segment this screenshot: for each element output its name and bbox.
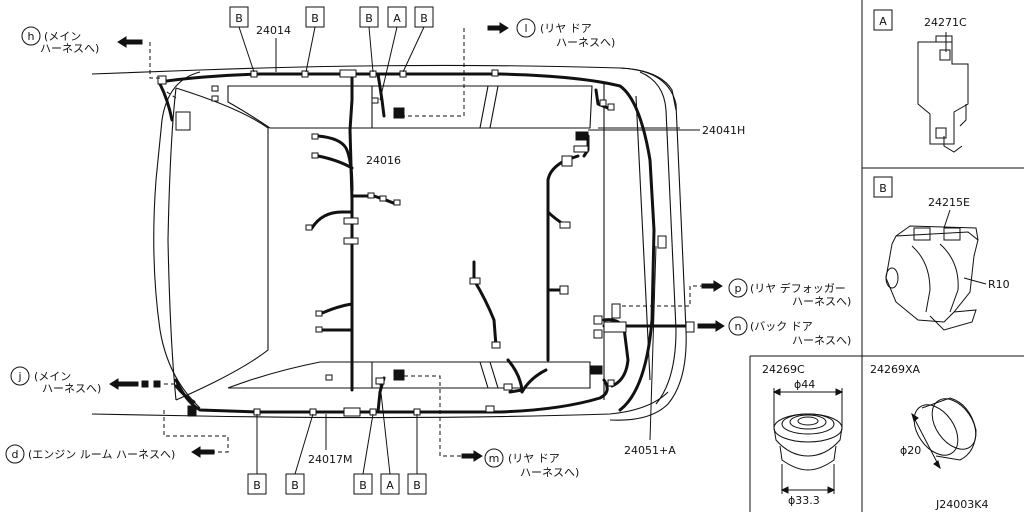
destination-dashed-lines <box>149 28 704 457</box>
bracket-24271c-icon <box>917 35 969 153</box>
destination-j: j (メイン ハーネスへ) <box>10 366 101 395</box>
callout-b-bottom-2: B <box>291 479 299 492</box>
clip-24215e-icon <box>885 225 979 331</box>
destination-p: p (リヤ デフォッガー ハーネスへ) <box>728 278 851 308</box>
arrows <box>109 22 725 462</box>
destination-h-line1: (メイン <box>44 30 81 43</box>
phi33-label: ϕ33.3 <box>788 494 820 507</box>
callout-b-top-3: B <box>365 12 373 25</box>
detail-b-callout: B <box>879 182 887 195</box>
destination-d-line1: (エンジン ルーム ハーネスへ) <box>28 448 175 461</box>
arrow-j-icon <box>109 378 139 390</box>
vehicle-body-outline <box>91 64 687 421</box>
part-24271c-label: 24271C <box>924 16 967 29</box>
arrow-m-icon <box>461 450 483 462</box>
destination-l-letter: l <box>524 22 527 35</box>
detail-b-panel: B 24215E R10 <box>873 176 1010 331</box>
phi20-label: ϕ20 <box>900 444 921 457</box>
phi44-label: ϕ44 <box>794 378 815 391</box>
part-24017m-label: 24017M <box>308 453 352 466</box>
part-24051a-label: 24051+A <box>624 444 676 457</box>
callout-b-top-4: B <box>420 12 428 25</box>
arrow-p-icon <box>701 280 723 292</box>
destination-m-line1: (リヤ ドア <box>508 452 560 465</box>
callout-b-top-2: B <box>311 12 319 25</box>
grommet-24269c-icon <box>773 413 843 471</box>
destination-h-letter: h <box>28 30 35 43</box>
r10-label: R10 <box>988 278 1010 291</box>
destination-m-letter: m <box>489 452 500 465</box>
destination-n-letter: n <box>735 320 742 333</box>
arrow-n-icon <box>697 320 725 332</box>
destination-n-line1: (バック ドア <box>750 320 813 333</box>
destination-l: l (リヤ ドア ハーネスへ) <box>516 18 615 49</box>
part-24215e-label: 24215E <box>928 196 970 209</box>
destination-l-line1: (リヤ ドア <box>540 22 592 35</box>
destination-m: m (リヤ ドア ハーネスへ) <box>484 448 579 479</box>
callout-boxes: B B B A B B B B A B <box>229 6 434 495</box>
destination-d: d (エンジン ルーム ハーネスへ) <box>5 444 175 464</box>
part-24269xa-label: 24269XA <box>870 363 921 376</box>
destination-d-letter: d <box>12 448 19 461</box>
callout-b-bottom-3: B <box>359 479 367 492</box>
destination-j-letter: j <box>17 370 21 383</box>
part-24041h-label: 24041H <box>702 124 745 137</box>
detail-24269xa-panel: 24269XA ϕ20 <box>870 363 977 470</box>
panel-dividers <box>749 0 1024 512</box>
destination-j-line1: (メイン <box>34 370 71 383</box>
destination-h-line2: ハーネスへ) <box>40 42 99 55</box>
destination-p-letter: p <box>735 282 742 295</box>
part-24014-label: 24014 <box>256 24 291 37</box>
connectors <box>157 69 695 417</box>
plug-24269xa-icon <box>913 397 977 461</box>
destination-l-line2: ハーネスへ) <box>556 36 615 49</box>
detail-a-panel: A 24271C <box>873 9 969 153</box>
destination-n-line2: ハーネスへ) <box>792 334 851 347</box>
callout-b-bottom-1: B <box>253 479 261 492</box>
destination-m-line2: ハーネスへ) <box>520 466 579 479</box>
callout-b-top-1: B <box>235 12 243 25</box>
destination-p-line1: (リヤ デフォッガー <box>750 281 846 295</box>
destination-n: n (バック ドア ハーネスへ) <box>728 316 851 347</box>
callout-b-bottom-4: B <box>413 479 421 492</box>
destination-p-line2: ハーネスへ) <box>792 295 851 308</box>
part-24269c-label: 24269C <box>762 363 805 376</box>
callout-a-top: A <box>393 12 401 25</box>
arrow-l-icon <box>487 22 509 34</box>
destination-j-line2: ハーネスへ) <box>42 382 101 395</box>
diagram-code: J24003K4 <box>935 498 988 511</box>
harness-wires <box>158 72 692 414</box>
arrow-d-icon <box>191 446 215 458</box>
part-labels: 24014 24016 24017M 24041H 24051+A <box>256 24 745 466</box>
destination-h: h (メイン ハーネスへ) <box>21 26 99 55</box>
arrow-h-icon <box>117 36 143 48</box>
part-24016-label: 24016 <box>366 154 401 167</box>
detail-a-callout: A <box>879 15 887 28</box>
callout-a-bottom: A <box>386 479 394 492</box>
detail-24269c-panel: 24269C ϕ44 ϕ33.3 <box>762 363 844 507</box>
